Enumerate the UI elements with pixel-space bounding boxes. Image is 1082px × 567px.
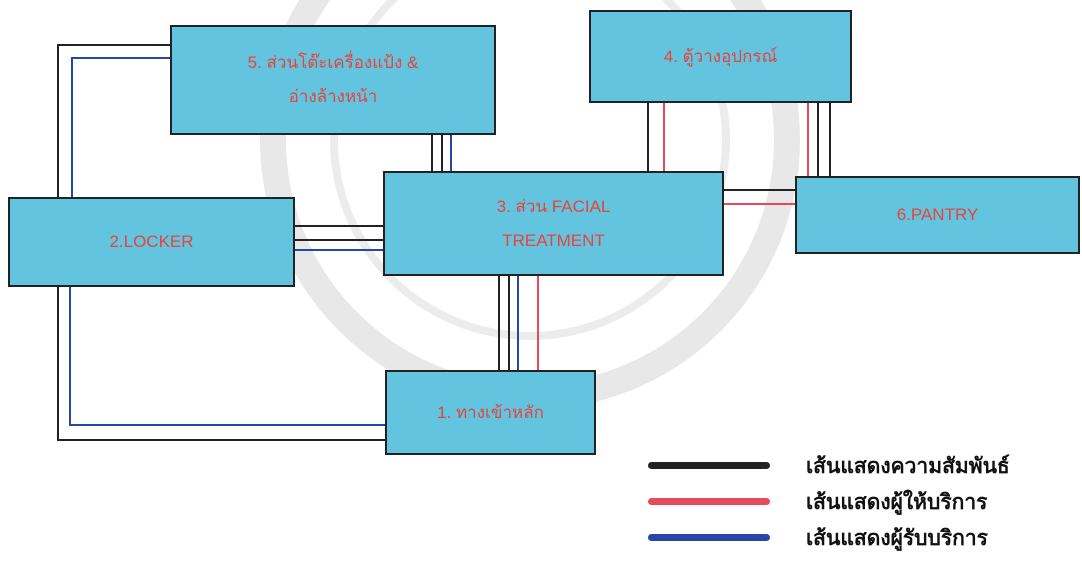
room-vanity-label-line2: อ่างล้างหน้า (288, 87, 378, 106)
room-facial-label-line2: TREATMENT (502, 230, 605, 250)
room-vanity-label-line1: 5. ส่วนโต๊ะเครื่องแป้ง & (247, 53, 419, 72)
room-pantry: 6.PANTRY (795, 176, 1080, 254)
legend-staff: เส้นแสดงผู้ให้บริการ (648, 484, 1068, 522)
legend-relationship-swatch (648, 462, 770, 469)
room-locker: 2.LOCKER (8, 197, 295, 287)
room-locker-label: 2.LOCKER (109, 232, 194, 251)
legend-relationship: เส้นแสดงความสัมพันธ์ (648, 448, 1068, 486)
room-entrance-label: 1. ทางเข้าหลัก (437, 402, 544, 422)
legend-relationship-label: เส้นแสดงความสัมพันธ์ (806, 454, 1010, 478)
room-equipment-cabinet: 4. ตู้วางอุปกรณ์ (589, 10, 852, 103)
line-locker-entrance-customer (69, 286, 386, 426)
room-pantry-label: 6.PANTRY (896, 205, 979, 224)
room-facial-treatment: 3. ส่วน FACIAL TREATMENT (383, 171, 724, 276)
legend-customer-label: เส้นแสดงผู้รับบริการ (806, 526, 988, 550)
line-locker-vanity-relationship (57, 44, 170, 198)
room-equipment-cabinet-label: 4. ตู้วางอุปกรณ์ (663, 46, 778, 66)
room-facial-label-line1: 3. ส่วน FACIAL (496, 196, 611, 216)
legend-customer: เส้นแสดงผู้รับบริการ (648, 520, 1068, 558)
legend-customer-swatch (648, 534, 770, 541)
legend-staff-swatch (648, 498, 770, 505)
legend-staff-label: เส้นแสดงผู้ให้บริการ (806, 490, 988, 514)
line-locker-vanity-customer (71, 57, 170, 198)
room-entrance: 1. ทางเข้าหลัก (385, 370, 596, 455)
room-vanity: 5. ส่วนโต๊ะเครื่องแป้ง & อ่างล้างหน้า (170, 25, 496, 135)
line-locker-entrance-relationship (57, 286, 386, 441)
seal-inner-ring (330, 0, 730, 340)
